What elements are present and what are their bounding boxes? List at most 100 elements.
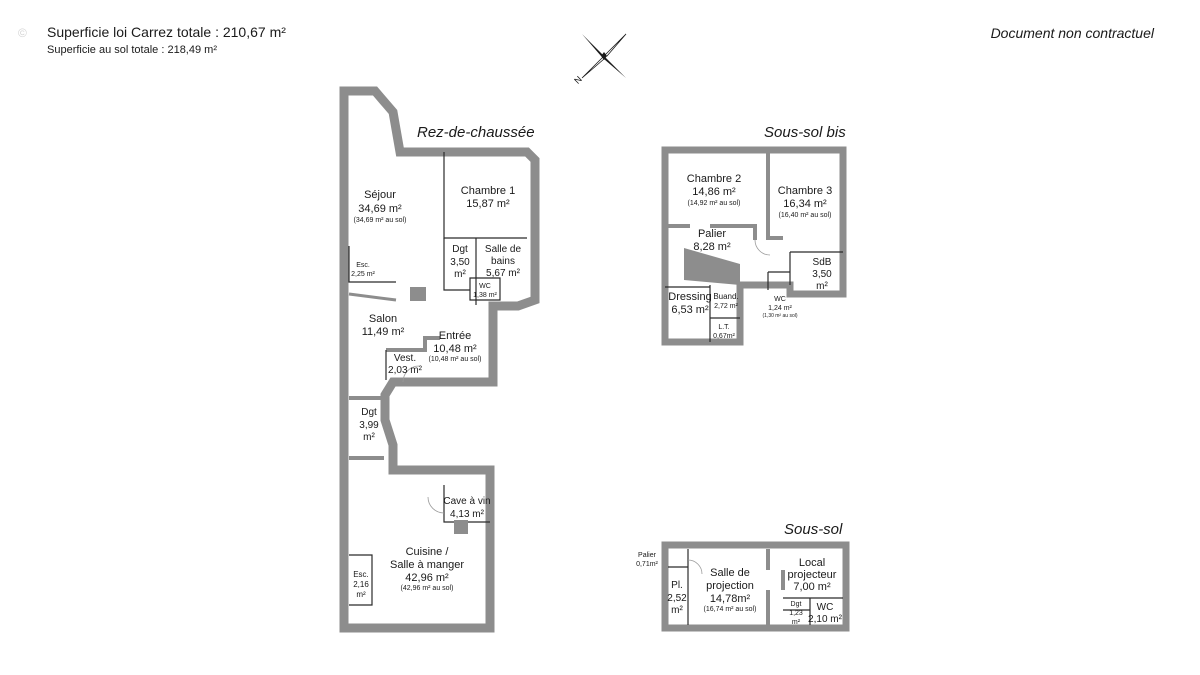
svg-text:L.T.: L.T.	[718, 324, 729, 331]
svg-text:14,86 m²: 14,86 m²	[692, 186, 736, 198]
svg-text:m²: m²	[356, 590, 366, 599]
svg-text:14,78m²: 14,78m²	[710, 593, 751, 605]
svg-text:Chambre 1: Chambre 1	[461, 185, 515, 197]
room-chambre-3: Chambre 3 16,34 m² (16,40 m² au sol)	[778, 185, 832, 219]
watermark: ©	[18, 26, 27, 40]
svg-text:(34,69 m² au sol): (34,69 m² au sol)	[354, 217, 407, 224]
svg-text:Dressing: Dressing	[668, 291, 711, 303]
svg-text:Buand.: Buand.	[713, 292, 738, 301]
ground-total-area: Superficie au sol totale : 218,49 m²	[47, 44, 217, 56]
svg-text:(16,74 m² au sol): (16,74 m² au sol)	[704, 606, 757, 613]
svg-text:0,71m²: 0,71m²	[636, 561, 658, 568]
svg-text:m²: m²	[816, 281, 828, 292]
svg-text:Esc.: Esc.	[353, 570, 369, 579]
level-title-sous-sol-bis: Sous-sol bis	[764, 124, 846, 141]
room-chambre-2: Chambre 2 14,86 m² (14,92 m² au sol)	[687, 173, 741, 207]
svg-text:Chambre 3: Chambre 3	[778, 185, 832, 197]
room-wc-1: WC 1,38 m²	[473, 283, 497, 299]
svg-text:(14,92 m² au sol): (14,92 m² au sol)	[688, 200, 741, 207]
svg-text:Cave à vin: Cave à vin	[443, 496, 490, 507]
svg-text:3,99: 3,99	[359, 420, 379, 431]
room-wc-2: WC 1,24 m² (1,30 m² au sol)	[762, 296, 797, 319]
plan-sous-sol	[661, 541, 850, 632]
plan-rez-de-chaussee	[339, 86, 540, 633]
svg-text:Dgt: Dgt	[361, 407, 377, 418]
svg-text:11,49 m²: 11,49 m²	[362, 326, 405, 338]
svg-text:Vest.: Vest.	[394, 353, 416, 364]
room-local-projecteur: Local projecteur 7,00 m²	[788, 557, 837, 593]
room-entree: Entrée 10,48 m² (10,48 m² au sol)	[429, 330, 482, 363]
svg-text:1,38 m²: 1,38 m²	[473, 292, 497, 299]
room-palier: Palier 8,28 m²	[693, 228, 731, 253]
svg-text:15,87 m²: 15,87 m²	[466, 198, 510, 210]
svg-text:6,53 m²: 6,53 m²	[671, 304, 709, 316]
svg-text:(10,48 m² au sol): (10,48 m² au sol)	[429, 356, 482, 363]
carrez-total-area: Superficie loi Carrez totale : 210,67 m²	[47, 24, 286, 40]
svg-text:1,24 m²: 1,24 m²	[768, 305, 792, 312]
room-local-technique: L.T. 0,67m²	[713, 324, 735, 340]
svg-text:42,96 m²: 42,96 m²	[405, 572, 449, 584]
level-title-sous-sol: Sous-sol	[784, 521, 843, 538]
room-placard: Pl. 2,52 m²	[667, 580, 687, 616]
svg-text:Salon: Salon	[369, 313, 397, 325]
room-sejour: Séjour 34,69 m² (34,69 m² au sol)	[354, 189, 407, 224]
compass-north-label: N	[572, 74, 584, 86]
svg-text:Palier: Palier	[698, 228, 726, 240]
svg-text:Entrée: Entrée	[439, 330, 471, 342]
svg-text:Dgt: Dgt	[791, 601, 802, 608]
room-chambre-1: Chambre 1 15,87 m²	[461, 185, 515, 210]
svg-text:3,50: 3,50	[812, 269, 832, 280]
room-salon: Salon 11,49 m²	[362, 313, 405, 338]
svg-text:3,50: 3,50	[450, 257, 470, 268]
svg-text:WC: WC	[817, 602, 834, 613]
svg-text:Local: Local	[799, 557, 825, 569]
svg-text:Salle de: Salle de	[485, 244, 522, 255]
room-vestiaire: Vest. 2,03 m²	[388, 353, 423, 376]
room-dgt-1: Dgt 3,50 m²	[450, 244, 470, 280]
disclaimer: Document non contractuel	[990, 25, 1154, 41]
room-dressing: Dressing 6,53 m²	[668, 291, 711, 316]
room-palier-2: Palier 0,71m²	[636, 552, 658, 568]
svg-text:SdB: SdB	[813, 257, 832, 268]
room-dgt-3: Dgt 1,23 m²	[789, 601, 803, 626]
room-salle-de-projection: Salle de projection 14,78m² (16,74 m² au…	[704, 567, 757, 613]
svg-text:2,25 m²: 2,25 m²	[351, 271, 375, 278]
svg-text:2,52: 2,52	[667, 593, 687, 604]
room-escalier-1: Esc. 2,25 m²	[351, 262, 375, 278]
svg-text:(1,30 m² au sol): (1,30 m² au sol)	[762, 313, 797, 319]
svg-text:7,00 m²: 7,00 m²	[793, 581, 831, 593]
room-salle-de-bains: Salle de bains 5,67 m²	[485, 244, 522, 279]
svg-text:5,67 m²: 5,67 m²	[486, 268, 521, 279]
svg-text:16,34 m²: 16,34 m²	[783, 198, 827, 210]
svg-text:Esc.: Esc.	[356, 262, 370, 269]
svg-text:10,48 m²: 10,48 m²	[433, 343, 477, 355]
room-escalier-2: Esc. 2,16 m²	[353, 570, 369, 599]
svg-text:1,23: 1,23	[789, 610, 803, 617]
compass-icon: N	[572, 33, 627, 86]
svg-text:Dgt: Dgt	[452, 244, 468, 255]
svg-text:projection: projection	[706, 580, 754, 592]
svg-text:WC: WC	[479, 283, 491, 290]
room-sdb-2: SdB 3,50 m²	[812, 257, 832, 292]
svg-text:8,28 m²: 8,28 m²	[693, 241, 731, 253]
svg-text:(16,40 m² au sol): (16,40 m² au sol)	[779, 212, 832, 219]
svg-text:Séjour: Séjour	[364, 189, 396, 201]
svg-text:2,10 m²: 2,10 m²	[808, 614, 843, 625]
room-cuisine: Cuisine / Salle à manger 42,96 m² (42,96…	[390, 546, 464, 592]
svg-text:2,16: 2,16	[353, 580, 369, 589]
svg-text:Cuisine /: Cuisine /	[406, 546, 450, 558]
svg-text:Salle de: Salle de	[710, 567, 750, 579]
svg-text:34,69 m²: 34,69 m²	[358, 203, 402, 215]
svg-text:Palier: Palier	[638, 552, 657, 559]
svg-text:bains: bains	[491, 256, 515, 267]
svg-text:4,13 m²: 4,13 m²	[450, 509, 485, 520]
svg-text:projecteur: projecteur	[788, 569, 837, 581]
svg-text:m²: m²	[671, 605, 683, 616]
svg-text:m²: m²	[792, 619, 801, 626]
room-buanderie: Buand. 2,72 m²	[713, 292, 738, 310]
svg-text:Salle à manger: Salle à manger	[390, 559, 464, 571]
svg-text:m²: m²	[454, 269, 466, 280]
svg-text:Pl.: Pl.	[671, 580, 683, 591]
